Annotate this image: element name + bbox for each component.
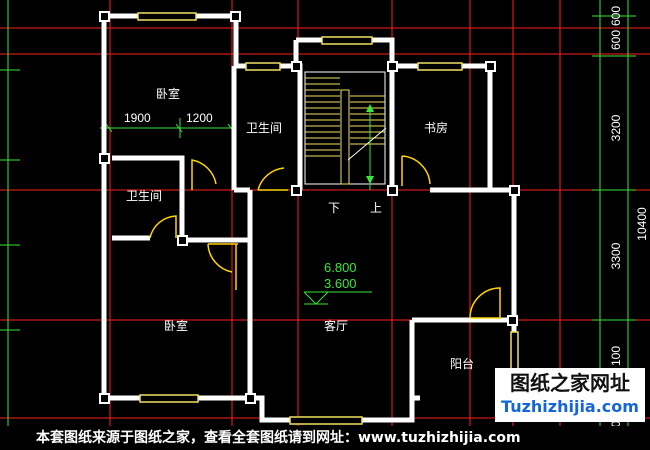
room-label-bedroom-bottom: 卧室	[164, 318, 188, 333]
room-label-living: 客厅	[324, 318, 348, 333]
room-label-balcony: 阳台	[450, 356, 474, 371]
elevation-marker	[303, 291, 372, 305]
room-label-bedroom-top: 卧室	[156, 86, 180, 101]
dimension-lines	[0, 0, 636, 426]
room-label-study: 书房	[424, 120, 448, 135]
dim-1200: 1200	[186, 111, 213, 125]
elevation-lower: 3.600	[324, 276, 357, 291]
dim-right-3200: 3200	[609, 114, 623, 141]
staircase	[304, 71, 387, 190]
windows	[137, 12, 519, 425]
doors	[149, 155, 501, 319]
stair-up-label: 上	[370, 201, 382, 215]
room-label-bathroom-upper: 卫生间	[246, 121, 282, 135]
dim-right-100: 100	[609, 346, 623, 366]
columns	[99, 11, 520, 404]
logo-title: 图纸之家网址	[510, 371, 630, 395]
dim-right-600-a: 600	[609, 30, 623, 50]
logo-url: Tuzhizhijia.com	[501, 397, 639, 416]
dim-1900: 1900	[124, 111, 151, 125]
site-logo: 图纸之家网址 Tuzhizhijia.com	[495, 368, 645, 422]
stair-down-label: 下	[328, 201, 340, 215]
room-label-bathroom-left: 卫生间	[126, 189, 162, 203]
dim-right-total-10400: 10400	[635, 207, 649, 241]
dim-right-3300: 3300	[609, 242, 623, 269]
axis-grid	[0, 0, 650, 426]
elevation-upper: 6.800	[324, 260, 357, 275]
source-watermark-text: 本套图纸来源于图纸之家，查看全套图纸请到网址：www.tuzhizhijia.c…	[0, 426, 650, 450]
dim-right-600-b: 600	[609, 6, 623, 26]
